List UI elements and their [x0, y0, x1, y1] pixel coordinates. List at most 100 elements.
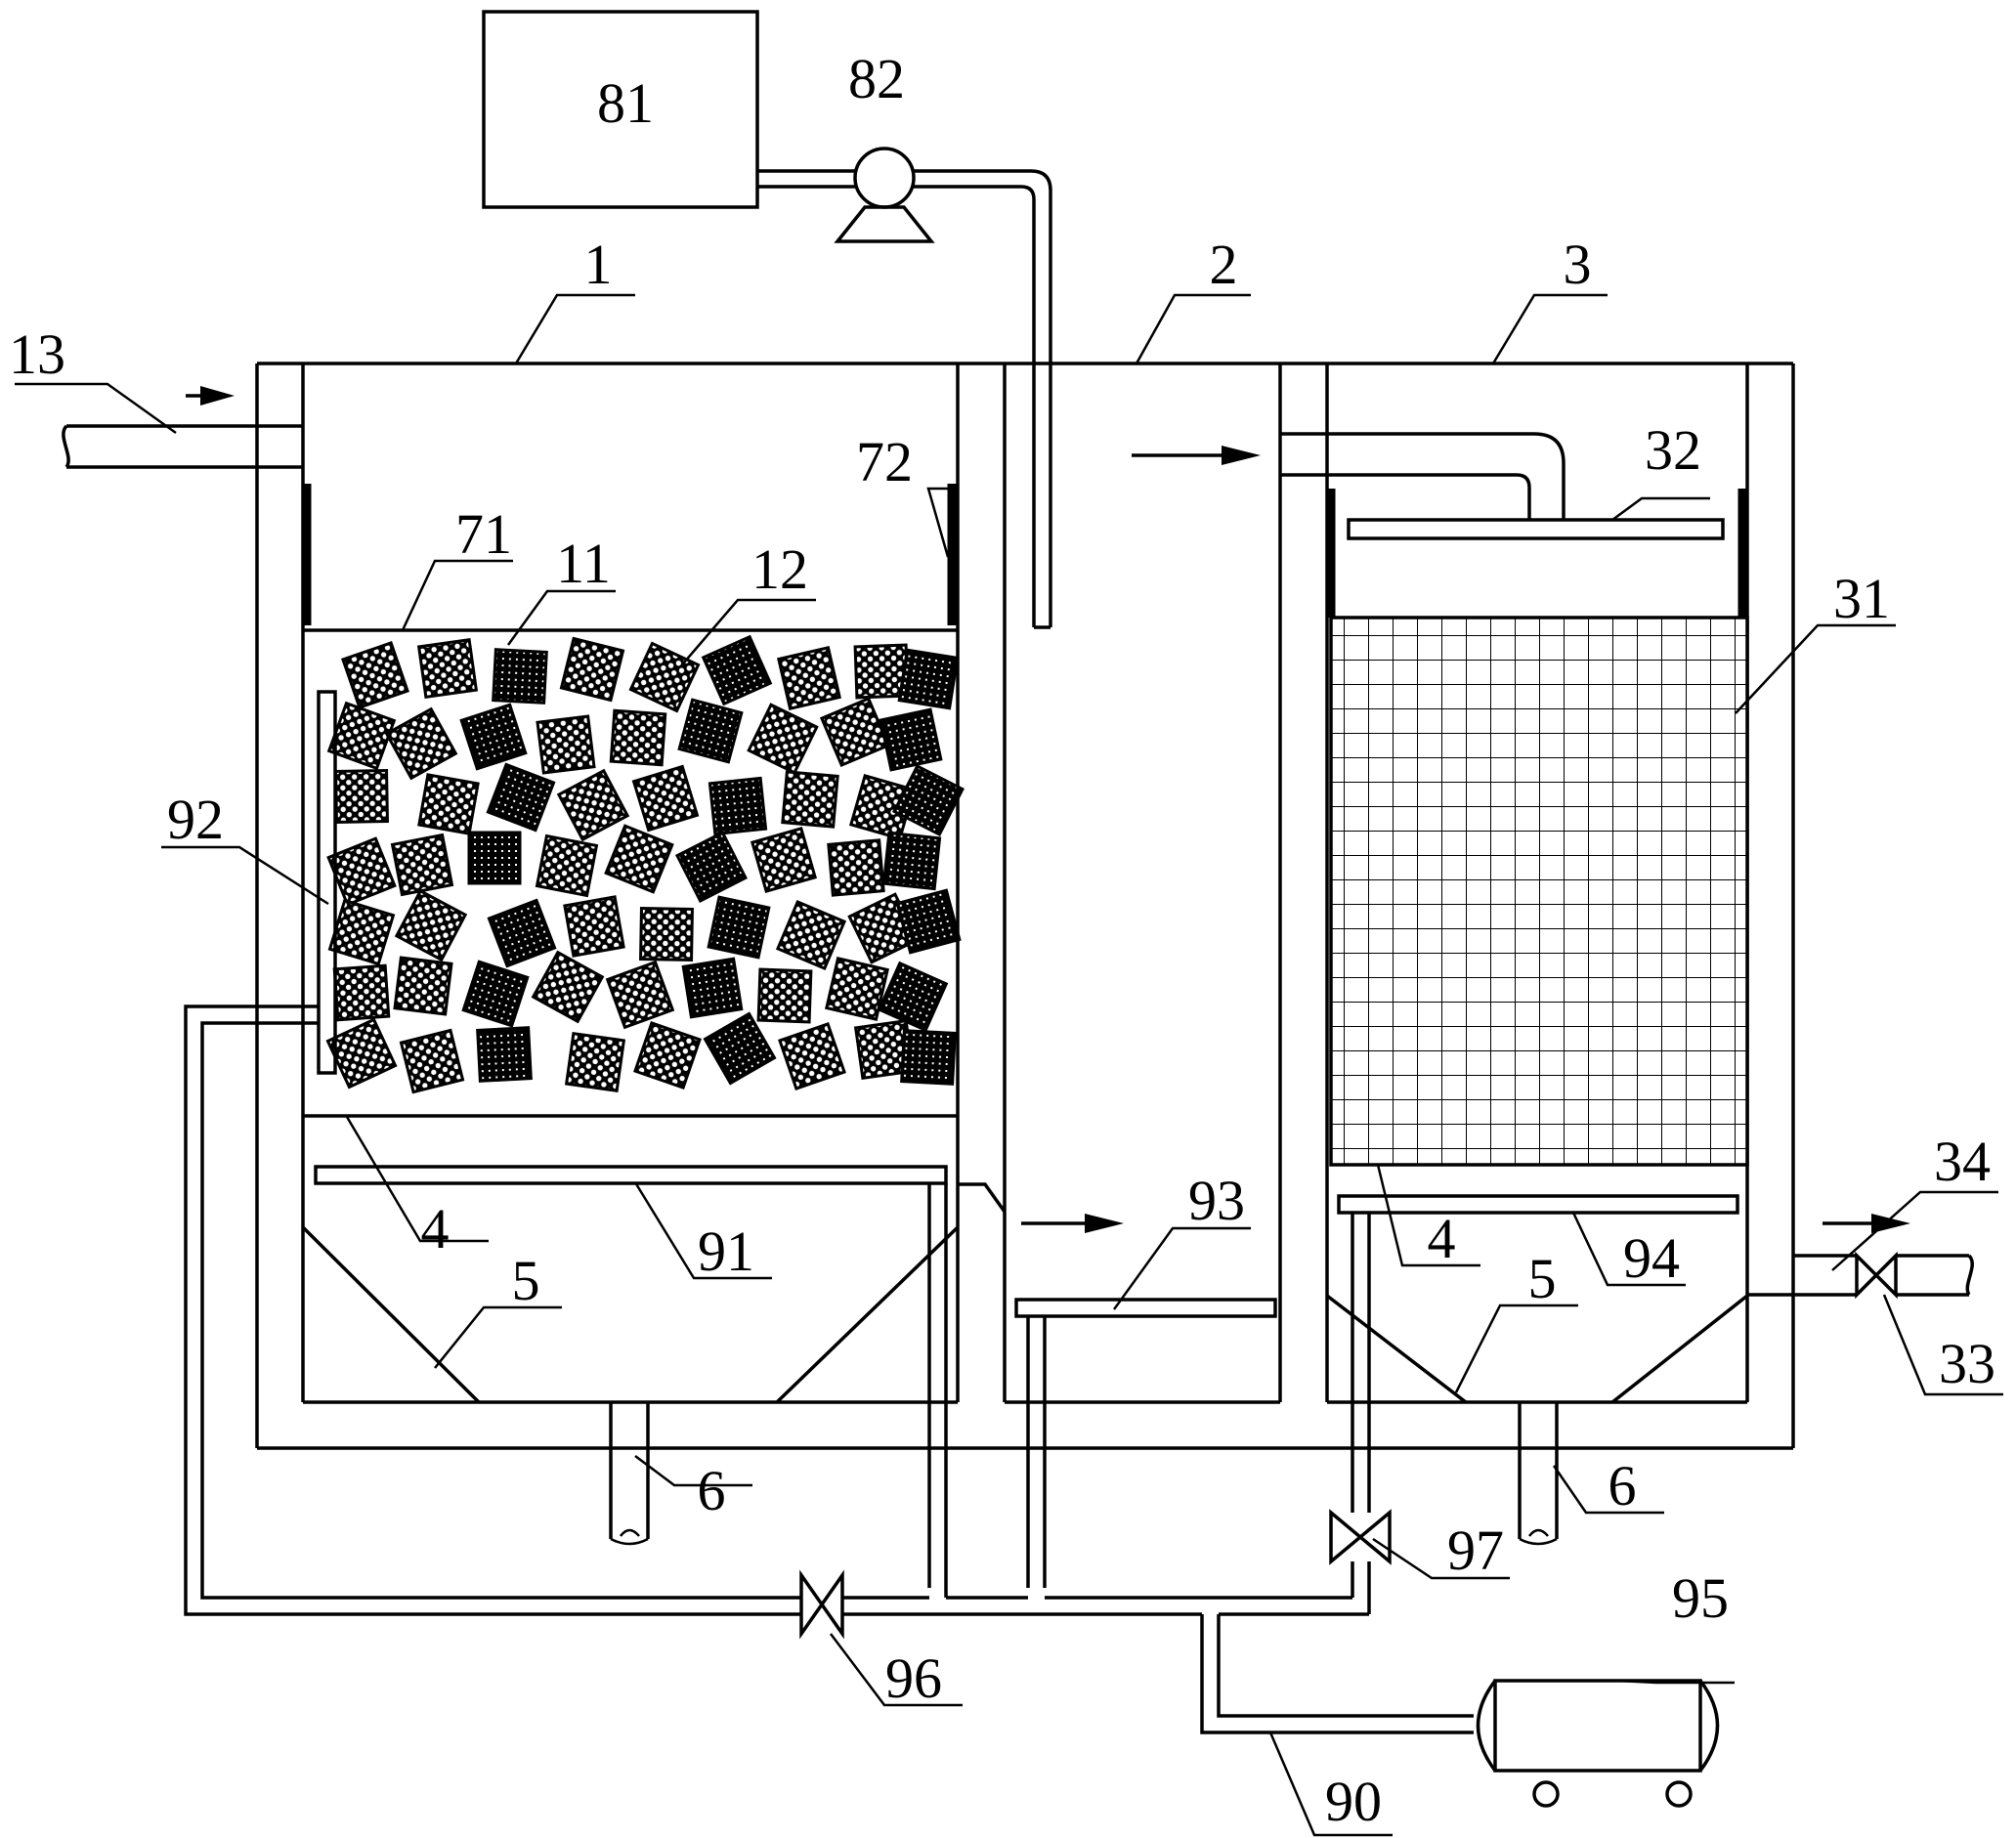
- media-block: [675, 831, 748, 903]
- media-block: [677, 698, 744, 764]
- media-block: [777, 646, 841, 710]
- media-block: [708, 776, 768, 836]
- media-block: [756, 967, 813, 1024]
- media-block: [895, 888, 962, 955]
- media-block: [604, 824, 674, 894]
- media-block: [825, 957, 889, 1021]
- media-block: [639, 907, 694, 962]
- label-11: 11: [556, 532, 611, 595]
- partition-wall-1-2: [956, 363, 1007, 1402]
- media-block: [563, 895, 625, 958]
- media-block: [897, 648, 960, 710]
- flow-arrow-tank2-bottom: [1021, 1214, 1124, 1233]
- label-95: 95: [1672, 1566, 1729, 1630]
- media-block: [326, 701, 397, 771]
- media-block: [332, 963, 391, 1022]
- media-block: [628, 641, 701, 713]
- media-block: [459, 703, 528, 771]
- label-90: 90: [1325, 1770, 1382, 1833]
- valve-97: [1329, 1509, 1392, 1565]
- media-block: [467, 831, 522, 885]
- media-block: [334, 769, 389, 824]
- label-72: 72: [856, 430, 913, 493]
- label-32: 32: [1645, 418, 1701, 482]
- media-block: [492, 648, 548, 705]
- label-97: 97: [1447, 1518, 1504, 1582]
- retaining-plate-72: [302, 484, 957, 625]
- label-33: 33: [1939, 1332, 1995, 1395]
- media-block: [703, 1011, 777, 1086]
- media-block: [900, 1029, 957, 1086]
- label-96: 96: [885, 1646, 942, 1710]
- media-block: [531, 950, 605, 1024]
- media-block: [476, 1026, 533, 1083]
- label-4b: 4: [1428, 1207, 1456, 1270]
- air-pipe-92-loop: [184, 1004, 801, 1616]
- media-block: [399, 1028, 465, 1094]
- dosing-pump-82: [834, 147, 935, 243]
- media-block: [892, 764, 965, 836]
- media-block: [559, 636, 625, 703]
- label-3: 3: [1564, 233, 1592, 296]
- label-92: 92: [167, 788, 224, 851]
- label-13: 13: [9, 322, 65, 386]
- media-block: [819, 696, 891, 768]
- label-1: 1: [584, 233, 613, 296]
- sludge-hopper-tank1: [301, 1225, 960, 1404]
- label-81: 81: [597, 71, 654, 135]
- retaining-plate-tank3: [1326, 489, 1747, 618]
- sludge-outlet-tank1: [609, 1402, 650, 1546]
- label-82: 82: [848, 47, 905, 110]
- aeration-pipe-92: [317, 690, 337, 1075]
- inlet-arrow: [186, 386, 235, 406]
- filter-media-bed: [325, 634, 965, 1094]
- label-6b: 6: [1609, 1454, 1637, 1517]
- sludge-hopper-tank3: [1325, 1294, 1749, 1404]
- media-block: [486, 762, 556, 833]
- media-block: [341, 641, 409, 709]
- media-block: [394, 888, 468, 962]
- dosing-pipe: [757, 169, 1052, 629]
- media-chamber: [303, 628, 958, 1118]
- label-2: 2: [1210, 233, 1238, 296]
- flow-arrow-tank2-top: [1132, 446, 1261, 465]
- media-block: [556, 768, 630, 842]
- main-air-pipe: [842, 1561, 1371, 1616]
- aeration-pipe-94: [1337, 1194, 1739, 1513]
- label-4a: 4: [421, 1197, 450, 1261]
- inlet-pipe: [62, 424, 303, 469]
- transfer-pipe: [1280, 432, 1566, 520]
- partition-wall-2-3: [1278, 363, 1329, 1402]
- outlet-pipe-34: [1747, 1254, 1974, 1297]
- media-block: [417, 773, 480, 835]
- label-6a: 6: [698, 1459, 726, 1522]
- distributor-32: [1347, 518, 1725, 540]
- media-block: [778, 1022, 846, 1090]
- media-block: [631, 764, 700, 833]
- label-91: 91: [698, 1219, 754, 1283]
- media-block: [461, 960, 530, 1028]
- dosing-tank-81: [482, 10, 759, 209]
- media-block: [535, 834, 599, 898]
- media-block: [775, 899, 847, 971]
- media-block: [781, 770, 839, 829]
- label-12: 12: [751, 537, 808, 601]
- media-block: [416, 637, 479, 700]
- media-block: [384, 706, 458, 781]
- label-94: 94: [1623, 1226, 1680, 1290]
- air-compressor-95: [1476, 1679, 1720, 1808]
- label-93: 93: [1188, 1169, 1245, 1232]
- media-block: [325, 1017, 398, 1090]
- valve-96: [799, 1569, 844, 1640]
- media-block: [487, 898, 557, 968]
- media-block: [390, 833, 454, 897]
- outlet-valve-33: [1855, 1251, 1898, 1300]
- media-block: [701, 634, 773, 706]
- label-71: 71: [455, 502, 512, 566]
- overflow-weir: [958, 1182, 1007, 1214]
- leader-lines: [15, 293, 2003, 1837]
- media-block: [326, 836, 397, 907]
- label-5b: 5: [1528, 1247, 1557, 1310]
- media-block: [750, 826, 818, 894]
